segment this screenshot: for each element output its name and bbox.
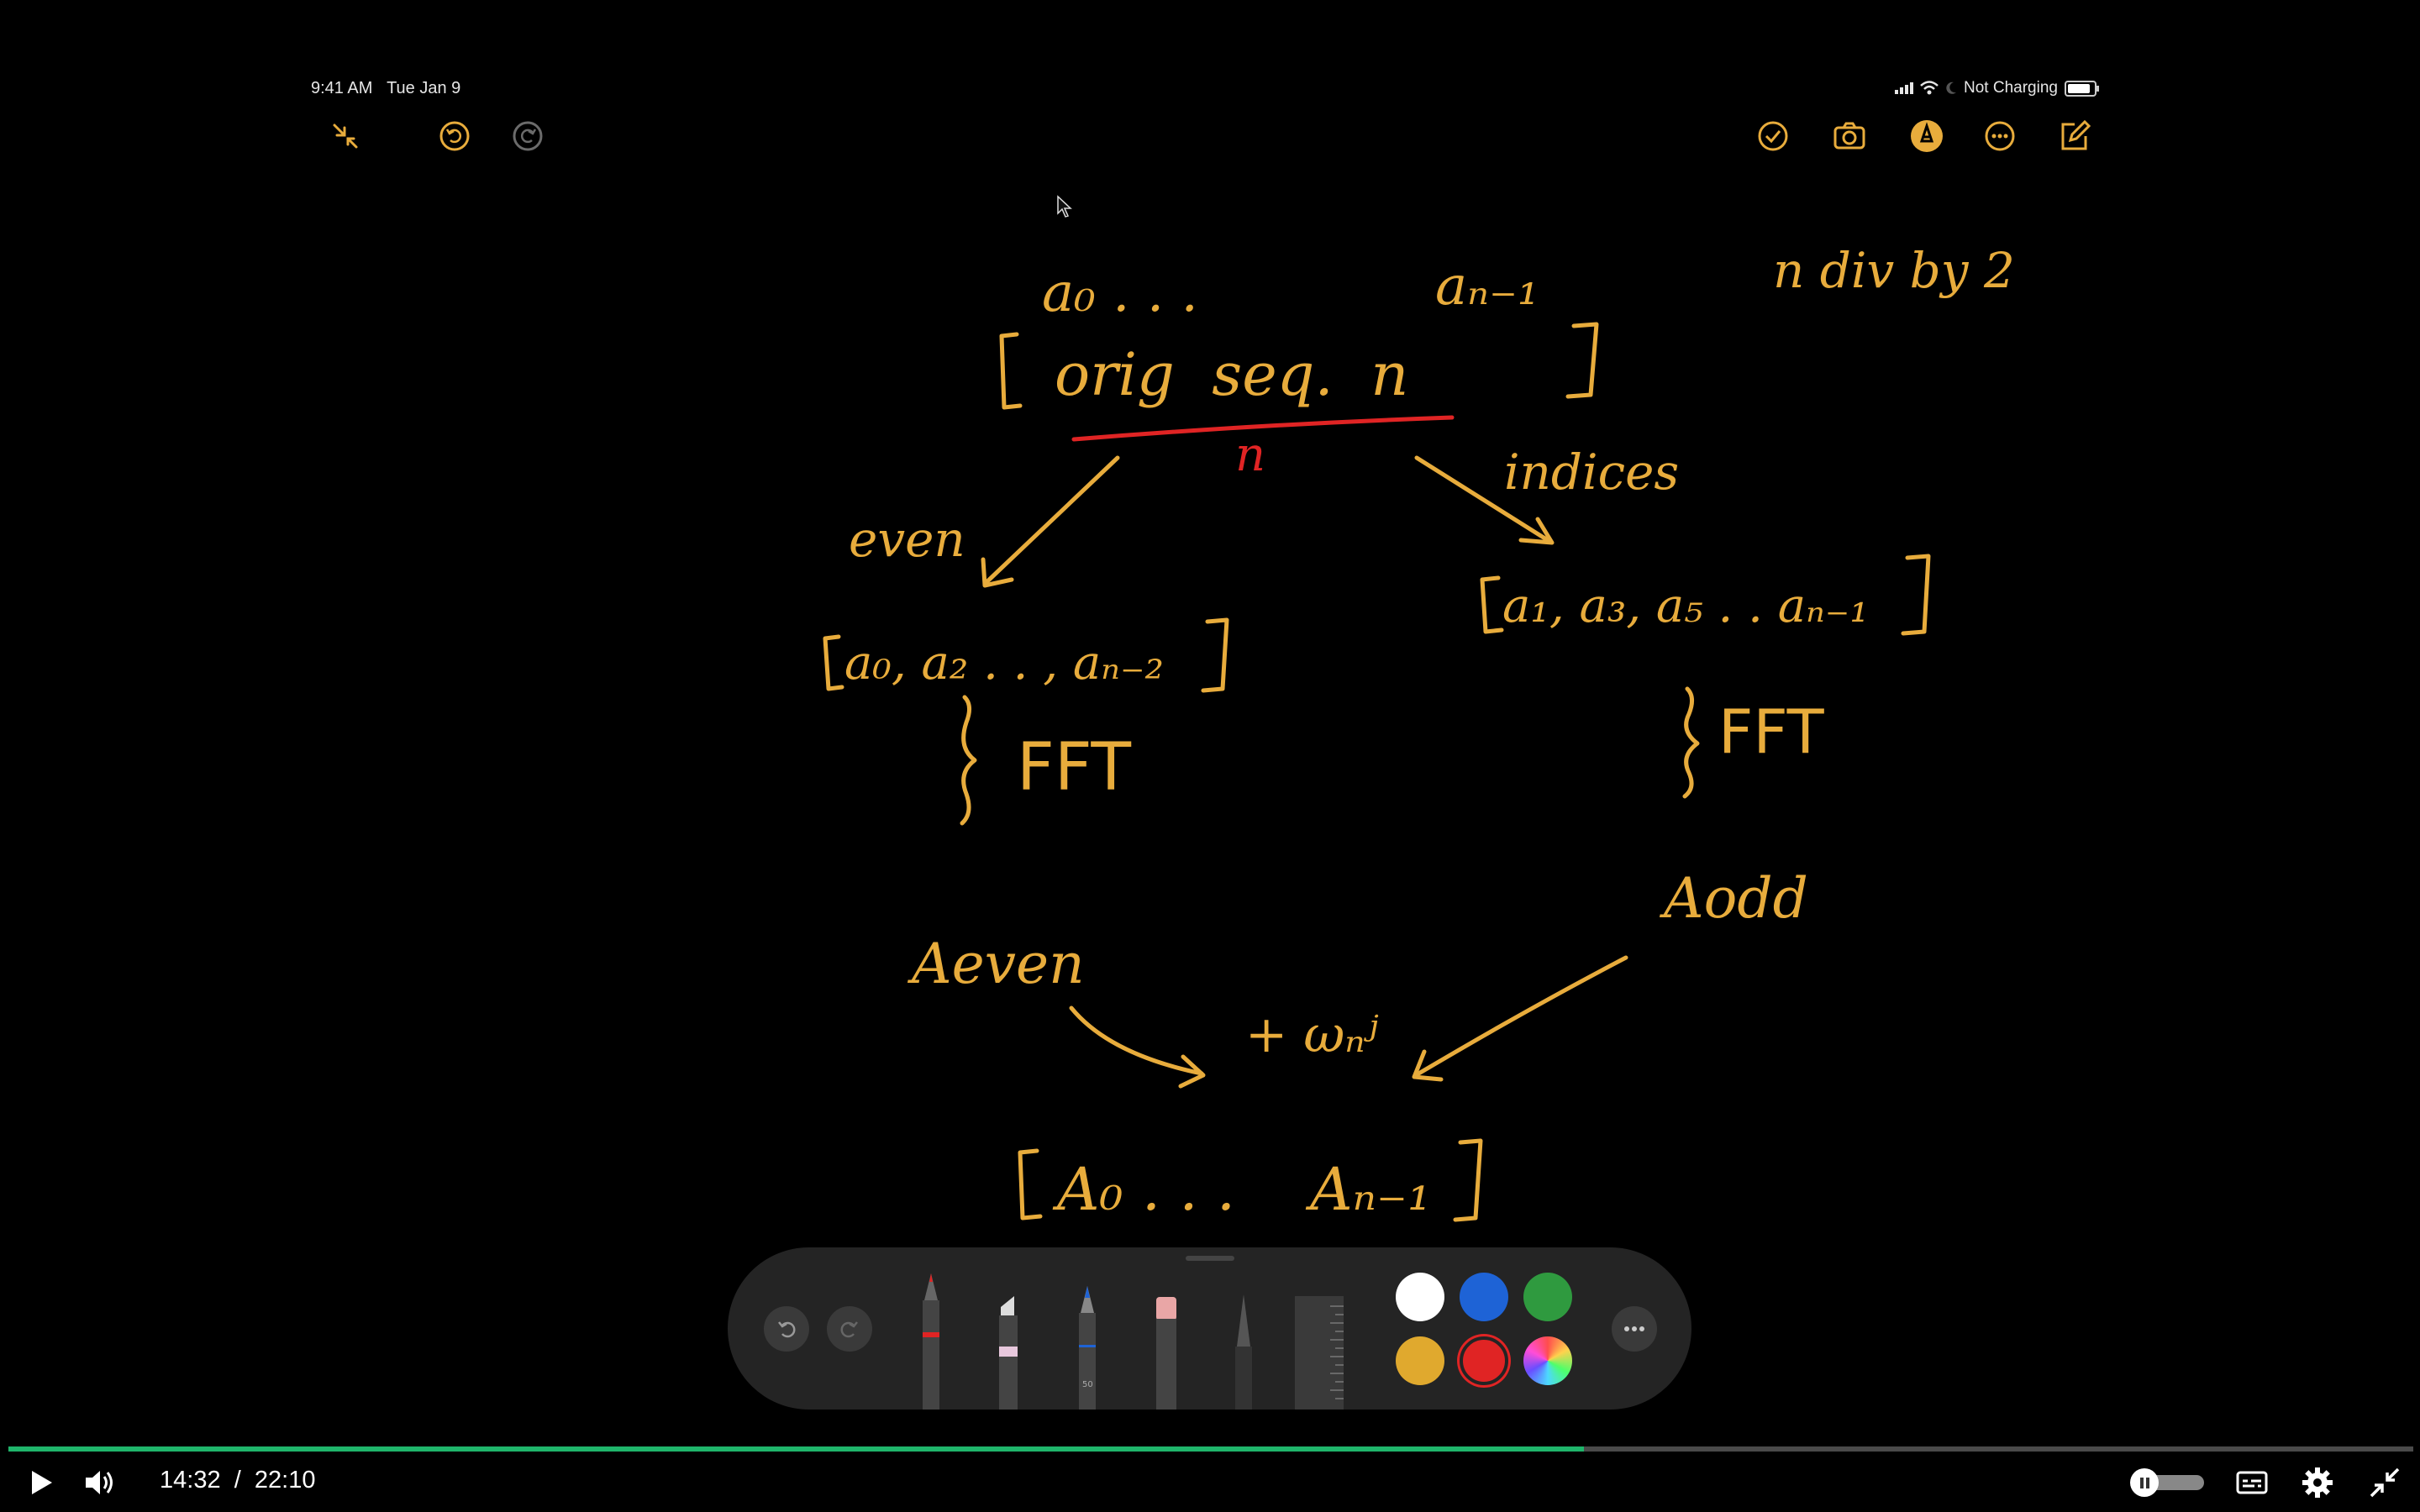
status-date: Tue Jan 9 [387,79,461,97]
battery-icon [2064,80,2099,97]
moon-icon [1946,81,1956,94]
arrow-aodd-head [1412,1049,1444,1082]
top-left-seq: a₀ . . . [1042,262,1198,324]
more-icon [1624,1326,1644,1331]
captions-icon [2236,1471,2268,1494]
arrow-even [982,455,1120,586]
pause-icon [2130,1468,2159,1497]
red-n-label: n [1235,428,1265,482]
red-underline [1071,415,1455,442]
a-odd-label: Aodd [1659,866,1808,931]
time-display: 14:32 / 22:10 [160,1467,315,1494]
drawing-palette: 50 [728,1247,1691,1410]
even-label: even [849,511,965,568]
pen-tool[interactable] [914,1267,948,1410]
marker-tool[interactable] [991,1284,1024,1410]
checklist-icon[interactable] [1755,118,1791,154]
color-swatch-yellow[interactable] [1396,1336,1444,1385]
redo-icon [840,1321,858,1338]
eraser-tool[interactable] [1148,1290,1185,1410]
fft-right: FFT [1718,696,1825,767]
even-bracket-open [823,634,844,691]
fft-left: FFT [1017,730,1131,806]
markup-pen-icon[interactable] [1909,118,1944,154]
color-swatch-blue[interactable] [1460,1273,1508,1321]
odd-array: a₁, a₃, a₅ . . aₙ₋₁ [1502,579,1869,633]
a-even-label: Aeven [907,932,1085,996]
palette-redo-button[interactable] [827,1306,872,1352]
status-indicators: Not Charging [1895,79,2099,97]
redo-icon[interactable] [510,118,545,154]
gear-icon [2302,1467,2333,1498]
mouse-cursor-icon [1057,195,1072,218]
lasso-tool[interactable] [1227,1288,1260,1410]
pencil-tool[interactable]: 50 [1071,1279,1104,1410]
exit-fullscreen-icon [2370,1467,2400,1498]
color-swatch-red-selected[interactable] [1460,1336,1508,1385]
wifi-icon [1920,81,1939,95]
orig-seq-text: orig seq. n [1055,340,1408,409]
odd-bracket-close [1901,554,1931,636]
time-separator: / [234,1467,241,1494]
bracket-close [1565,322,1599,399]
even-bracket-close [1201,617,1229,693]
arrow-odd [1414,455,1553,544]
arrow-odd-head [1518,517,1555,545]
even-array: a₀, a₂ . . , aₙ₋₂ [844,636,1164,690]
result-array: A₀ . . . Aₙ₋₁ [1052,1155,1431,1224]
undo-icon [778,1321,796,1338]
status-time: 9:41 AM [311,79,373,97]
result-bracket-close [1453,1138,1483,1222]
palette-more-button[interactable] [1612,1306,1657,1352]
arrow-aeven-head [1178,1054,1206,1089]
arrow-even-head [981,557,1014,588]
color-swatch-green[interactable] [1523,1273,1572,1321]
ruler-tool[interactable] [1295,1296,1344,1410]
pencil-width-label: 50 [1082,1380,1093,1389]
compose-icon[interactable] [2056,118,2091,154]
volume-button[interactable] [82,1466,116,1499]
camera-icon[interactable] [1832,118,1867,154]
settings-button[interactable] [2301,1466,2334,1499]
odd-bracket-open [1480,575,1504,634]
brace-left [960,695,977,826]
collapse-icon[interactable] [328,118,363,154]
arrow-aeven [1069,1005,1204,1076]
palette-grip[interactable] [1186,1256,1234,1261]
play-icon [32,1471,52,1494]
bracket-open [999,332,1023,410]
color-picker-wheel-icon[interactable] [1523,1336,1572,1385]
palette-undo-button[interactable] [764,1306,809,1352]
duration: 22:10 [254,1467,316,1494]
progress-fill [8,1446,1584,1452]
status-time-date: 9:41 AM Tue Jan 9 [311,79,460,98]
top-right-seq: aₙ₋₁ [1435,255,1539,318]
brace-right [1682,686,1700,799]
color-swatch-white[interactable] [1396,1273,1444,1321]
exit-fullscreen-button[interactable] [2368,1466,2402,1499]
volume-icon [86,1471,113,1494]
omega-term: + ωₙʲ [1245,1005,1379,1064]
play-button[interactable] [24,1466,57,1499]
arrow-aodd [1413,955,1628,1078]
more-icon[interactable] [1982,118,2018,154]
current-time: 14:32 [160,1467,221,1494]
autoplay-toggle[interactable] [2130,1468,2206,1497]
undo-icon[interactable] [437,118,472,154]
note-n-div-2: n div by 2 [1773,242,2015,299]
result-bracket-open [1018,1148,1043,1221]
captions-button[interactable] [2235,1466,2269,1499]
cellular-signal-icon [1895,82,1913,94]
indices-label: indices [1504,444,1679,501]
charging-status: Not Charging [1964,79,2058,97]
